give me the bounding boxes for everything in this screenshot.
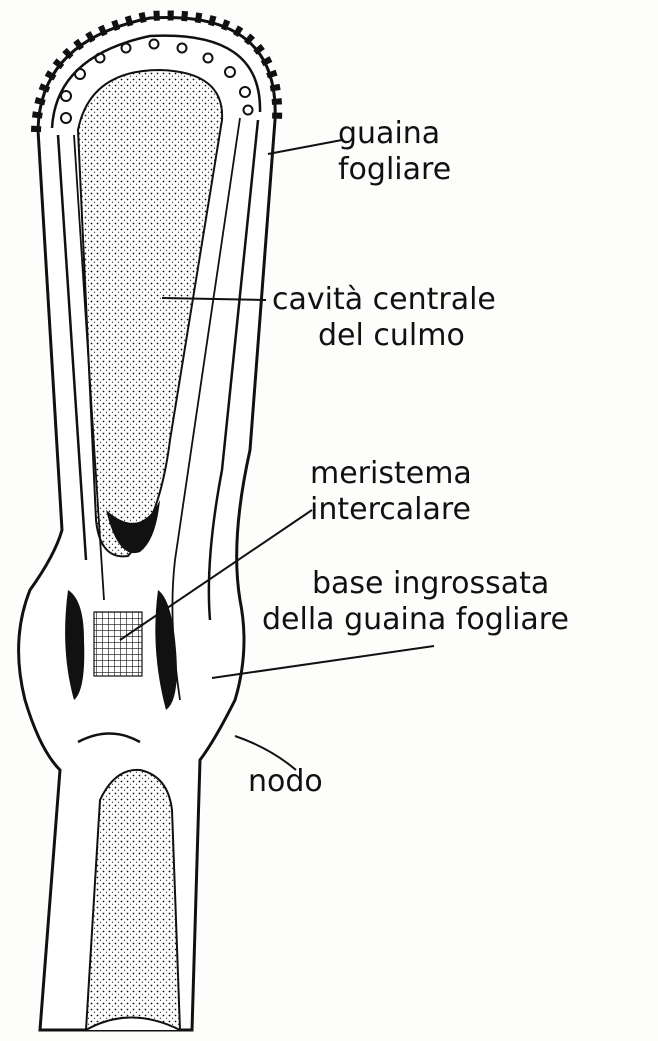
label-intercalary-meristem-line2: intercalare [310,492,472,528]
label-intercalary-meristem: meristema intercalare [310,456,472,528]
meristem-mesh [94,612,142,676]
leader-thickened-sheath-base [212,646,434,678]
label-thickened-sheath-base-line2: della guaina fogliare [262,602,569,638]
label-central-cavity-line1: cavità centrale [272,282,496,318]
lower-culm-cavity [86,770,180,1030]
label-thickened-sheath-base-line1: base ingrossata [262,566,569,602]
label-thickened-sheath-base: base ingrossata della guaina fogliare [262,566,569,638]
label-central-cavity: cavità centrale del culmo [272,282,496,354]
label-leaf-sheath-line2: fogliare [338,152,451,188]
label-node: nodo [248,764,323,800]
label-central-cavity-line2: del culmo [272,318,496,354]
leader-leaf-sheath [268,140,342,154]
label-leaf-sheath: guaina fogliare [338,116,451,188]
label-intercalary-meristem-line1: meristema [310,456,472,492]
label-leaf-sheath-line1: guaina [338,116,451,152]
label-node-line1: nodo [248,764,323,800]
